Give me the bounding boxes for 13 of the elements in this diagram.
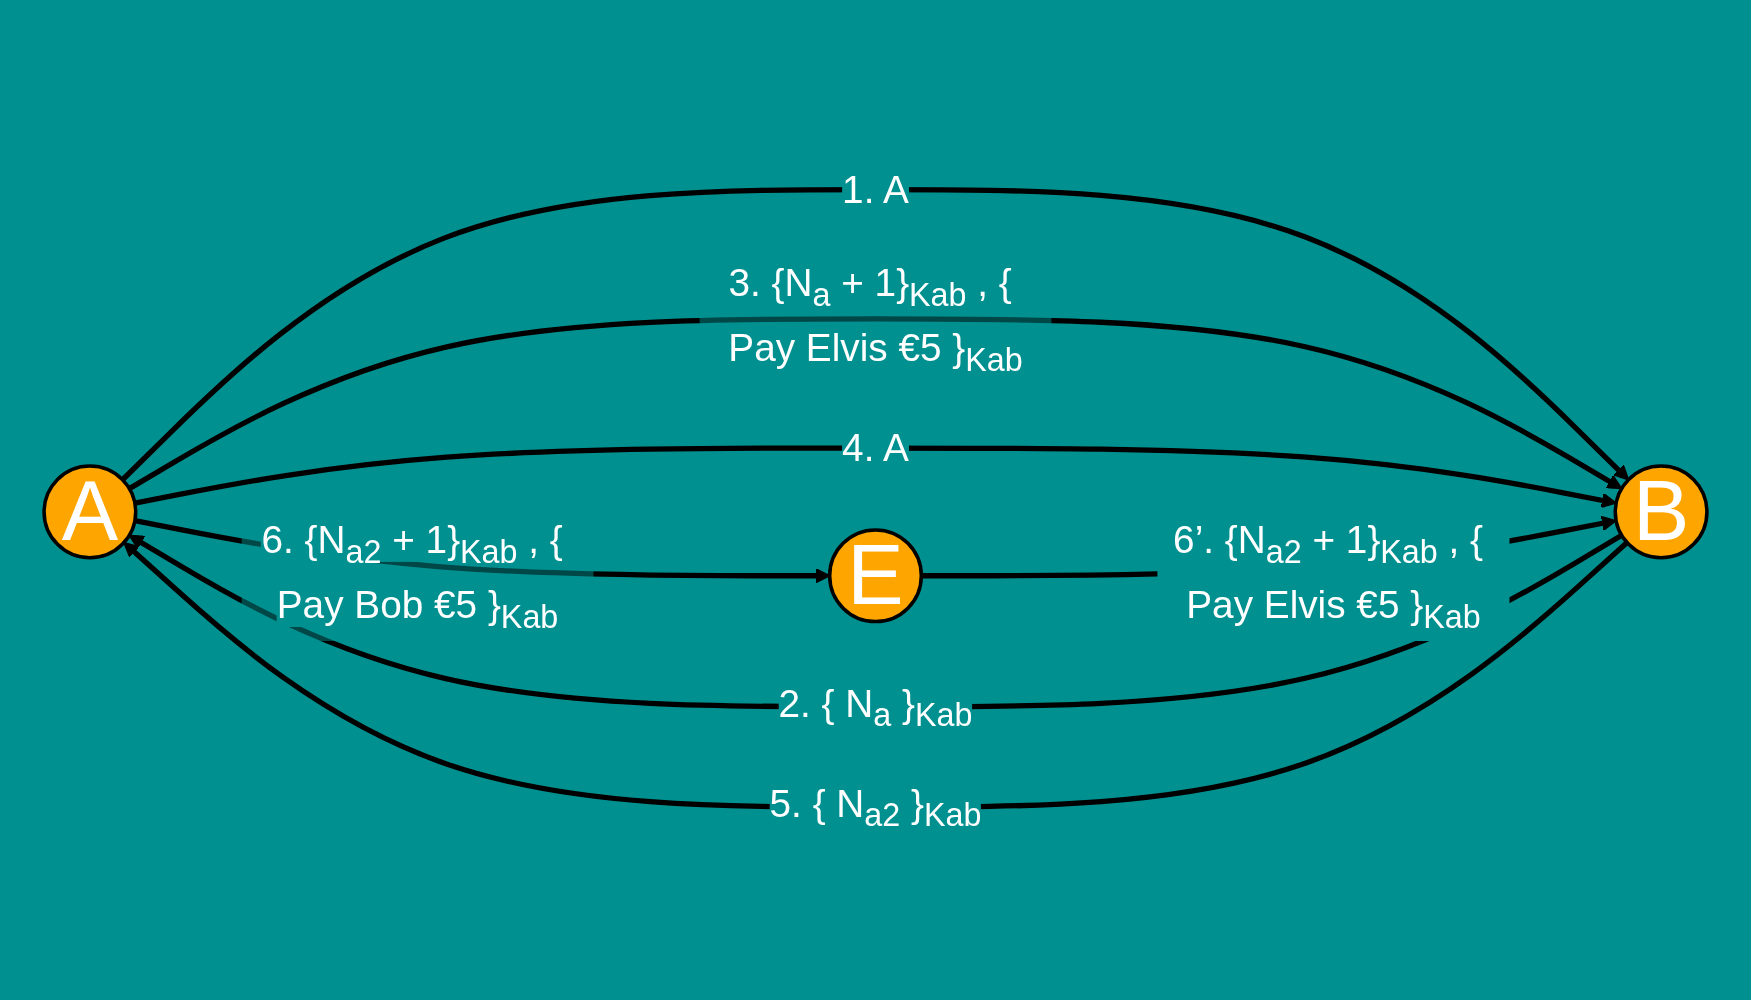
node-circle: B	[1613, 464, 1709, 560]
arrow	[123, 540, 1629, 810]
arrow	[120, 186, 1630, 482]
arrow	[128, 316, 1623, 491]
edge-label: 6. {N$_{a2}$ + 1}$_{Kab}$ , { Pay Bob €5 }$_{Kab}$	[261, 517, 563, 635]
edge-label: 4. A	[842, 426, 909, 471]
edge-label: 6’. {N$_{a2}$ + 1}$_{Kab}$ , { Pay Elvis €5 }$_{Kab}$	[1173, 517, 1484, 635]
edge-label: 1. A	[842, 167, 909, 212]
node-circle: A	[42, 464, 138, 560]
edge-label: 5. { N$_{a2}$ }$_{Kab}$	[769, 781, 982, 834]
edge-label: 2. { N$_{a}$ }$_{Kab}$	[778, 681, 973, 734]
node-circle: E	[827, 528, 924, 624]
edge-label: 3. {N$_{a}$ + 1}$_{Kab}$ , { Pay Elvis €5 }$_{Kab}$	[728, 260, 1023, 378]
